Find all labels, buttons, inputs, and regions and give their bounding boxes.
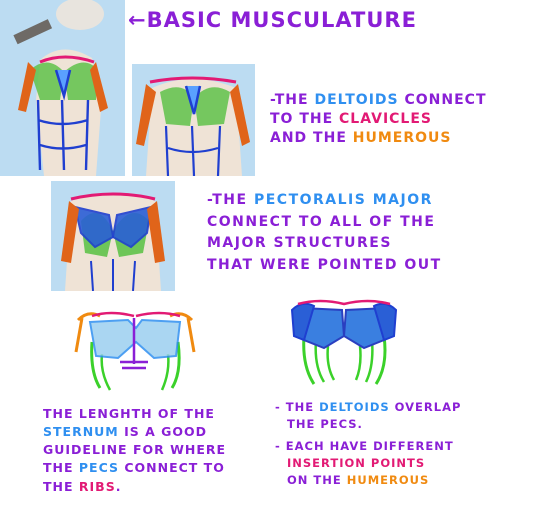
sketch-deltoid-overlap — [284, 296, 404, 388]
note3-line3: guideline for where — [43, 442, 227, 458]
note3-line4: the pecs connect to — [43, 459, 226, 477]
term-humerous: Humerous — [352, 129, 452, 146]
note1-text: -The — [270, 92, 315, 108]
note3-text: connect to — [119, 460, 225, 476]
page-title-text: ←Basic Musculature — [128, 8, 417, 32]
note4-line2: the pecs. — [287, 417, 363, 432]
term-sternum: sternum — [43, 424, 119, 440]
note3-text: the — [43, 478, 79, 494]
note1-text: and the — [270, 129, 353, 146]
note3-text: is a good — [118, 424, 208, 440]
note1-text: connect — [398, 92, 487, 108]
reference-photo-torso — [132, 64, 255, 176]
note-pectoralis: -The Pectoralis major connect to all of … — [207, 190, 442, 277]
note4-text: - The — [275, 400, 320, 414]
note2-text: -The — [207, 192, 254, 208]
term-pecs: pecs — [78, 460, 119, 476]
note-deltoids-clavicles: -The Deltoids connect to the Clavicles a… — [270, 91, 487, 148]
note3-line1: The lenghth of the — [43, 406, 215, 421]
term-ribs: ribs — [78, 478, 116, 494]
page-title: ←Basic Musculature — [128, 6, 417, 34]
note3-line2: sternum is a good — [43, 423, 226, 441]
note1-line2: to the Clavicles — [270, 110, 487, 129]
note2-line1: -The Pectoralis major — [207, 190, 442, 212]
reference-photo-pectoral — [51, 181, 175, 291]
note4-text: overlap — [389, 400, 462, 414]
term-deltoids: Deltoids — [319, 400, 390, 414]
note4-line5: on the Humerous — [275, 472, 461, 489]
note4-line4: insertion points — [287, 455, 426, 470]
reference-photo-full — [0, 0, 125, 176]
note3-line5: the ribs. — [43, 478, 226, 496]
note4-line1: - The Deltoids overlap — [275, 399, 461, 416]
note4-text: on the — [287, 473, 347, 487]
note2-line4: that were pointed out — [207, 257, 442, 274]
note1-line3: and the Humerous — [270, 129, 487, 148]
note3-text: the — [43, 460, 79, 476]
note-deltoid-overlap: - The Deltoids overlap the pecs. - Each … — [275, 399, 461, 489]
note-sternum: The lenghth of the sternum is a good gui… — [43, 405, 226, 496]
term-clavicles: Clavicles — [339, 110, 432, 127]
note2-line3: major structures — [207, 235, 392, 252]
term-pectoralis-major: Pectoralis major — [253, 192, 433, 208]
note3-text: . — [115, 478, 122, 494]
term-humerous: Humerous — [346, 473, 430, 487]
sketch-sternum-ribs — [70, 302, 200, 398]
note1-line1: -The Deltoids connect — [270, 91, 487, 110]
note2-line2: connect to all of the — [207, 213, 436, 230]
note4-line3: - Each have different — [275, 438, 454, 453]
note1-text: to the — [270, 110, 340, 127]
term-deltoids: Deltoids — [314, 92, 399, 108]
